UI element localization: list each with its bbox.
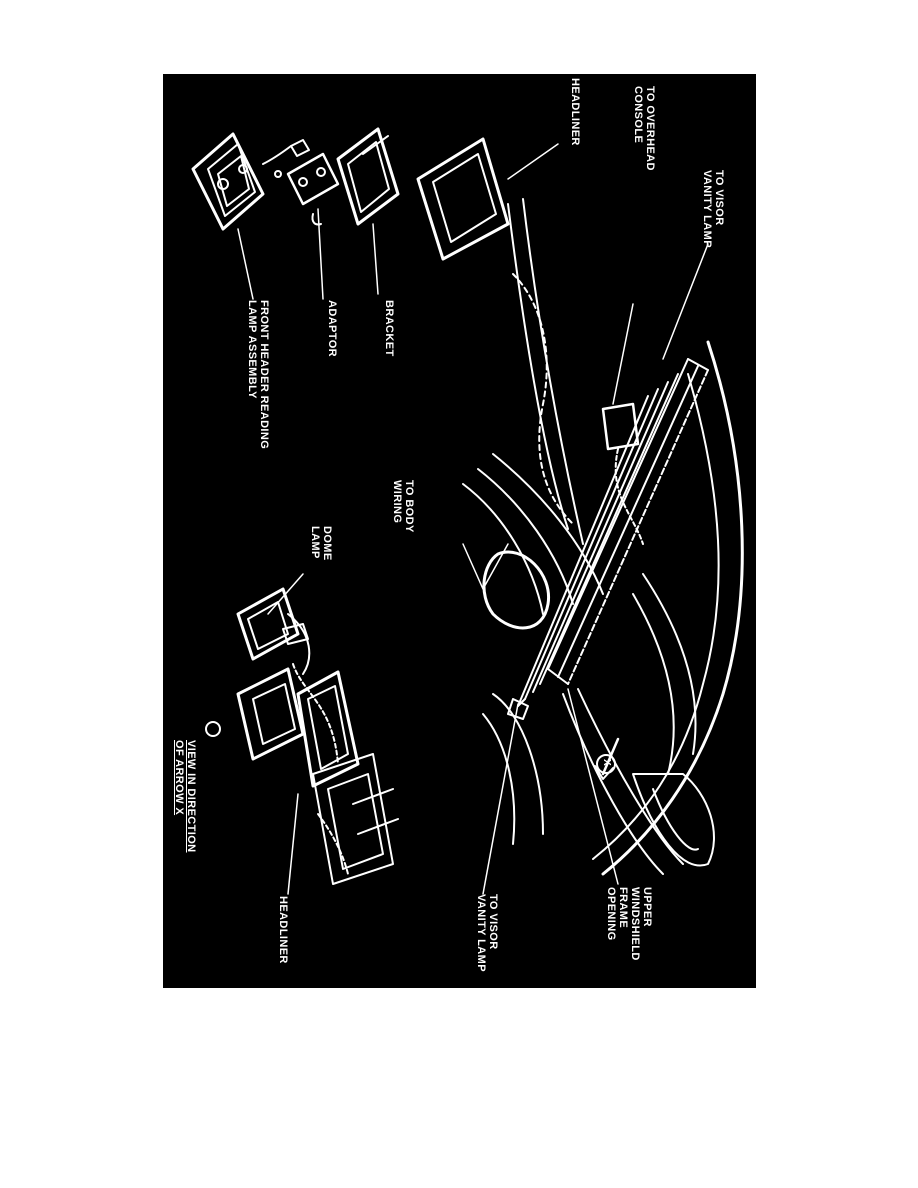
windshield-curve-3 bbox=[642, 573, 697, 755]
label-arrow-x: X bbox=[601, 759, 612, 767]
label-headliner-top: HEADLINER bbox=[569, 78, 581, 146]
headliner-leader bbox=[507, 143, 559, 180]
windshield-curve-1 bbox=[562, 693, 664, 875]
roof-panel-curve-1 bbox=[492, 453, 604, 595]
dome-lamp-housing bbox=[205, 667, 305, 761]
roof-panel-curve-2 bbox=[477, 468, 574, 605]
dome-opening bbox=[482, 550, 550, 630]
label-front-header-reading-lamp: FRONT HEADER READING LAMP ASSEMBLY bbox=[246, 300, 270, 450]
label-to-visor-vanity-lamp-top: TO VISOR VANITY LAMP bbox=[701, 170, 725, 248]
dome-leader bbox=[267, 573, 304, 615]
label-adaptor: ADAPTOR bbox=[326, 300, 338, 357]
windshield-leader bbox=[567, 688, 619, 885]
visor-bottom-leader bbox=[482, 703, 519, 895]
label-upper-windshield-frame-opening: UPPER WINDSHIELD FRAME OPENING bbox=[605, 887, 653, 961]
rear-roof-arc-2 bbox=[482, 713, 516, 845]
adaptor-leader bbox=[317, 208, 324, 300]
headliner-lower-part bbox=[296, 670, 360, 788]
visor-top-leader bbox=[662, 243, 709, 360]
label-view-in-direction: VIEW IN DIRECTION OF ARROW X bbox=[173, 740, 197, 853]
windshield-lower-inner bbox=[652, 788, 699, 851]
wiring-diagram-panel: TO VISOR VANITY LAMP TO OVERHEAD CONSOLE… bbox=[163, 74, 756, 988]
bracket-leader bbox=[372, 223, 379, 295]
reading-lamp-leader bbox=[237, 228, 254, 300]
harness-wire-2 bbox=[522, 198, 584, 545]
rear-roof-arc bbox=[492, 693, 544, 835]
roof-inner-contour bbox=[592, 373, 720, 860]
label-headliner-bottom: HEADLINER bbox=[277, 896, 289, 964]
wiring-diagram-artwork bbox=[191, 127, 744, 895]
roof-section-detail bbox=[312, 753, 399, 885]
label-bracket: BRACKET bbox=[383, 300, 395, 357]
windshield-curve-4 bbox=[632, 593, 675, 775]
console-wire bbox=[614, 448, 644, 545]
console-connector bbox=[601, 402, 640, 451]
label-to-overhead-console: TO OVERHEAD CONSOLE bbox=[632, 86, 656, 171]
dome-wire bbox=[292, 663, 339, 765]
harness-wire-3 bbox=[512, 273, 574, 525]
reading-lamp-assembly bbox=[191, 132, 310, 231]
overhead-console-leader bbox=[612, 303, 634, 405]
visor-bottom-connector bbox=[507, 698, 529, 720]
harness-wire-main bbox=[507, 203, 569, 530]
roof-panel-curve-3 bbox=[462, 483, 544, 615]
header-rail bbox=[517, 358, 709, 707]
label-to-visor-vanity-lamp-bottom: TO VISOR VANITY LAMP bbox=[475, 894, 499, 972]
bracket-part bbox=[336, 127, 400, 226]
roof-outer-contour bbox=[601, 340, 744, 876]
adaptor-part bbox=[274, 152, 340, 226]
label-to-body-wiring: TO BODY WIRING bbox=[391, 480, 415, 533]
headliner-top-part bbox=[416, 137, 510, 261]
body-wiring-leader bbox=[462, 543, 509, 590]
label-dome-lamp: DOME LAMP bbox=[309, 526, 333, 561]
dome-lamp-part bbox=[236, 587, 311, 675]
arrow-x-symbol bbox=[594, 737, 620, 780]
windshield-curve-2 bbox=[577, 688, 684, 865]
headliner-lower-leader bbox=[287, 793, 299, 895]
windshield-lower bbox=[632, 773, 715, 867]
